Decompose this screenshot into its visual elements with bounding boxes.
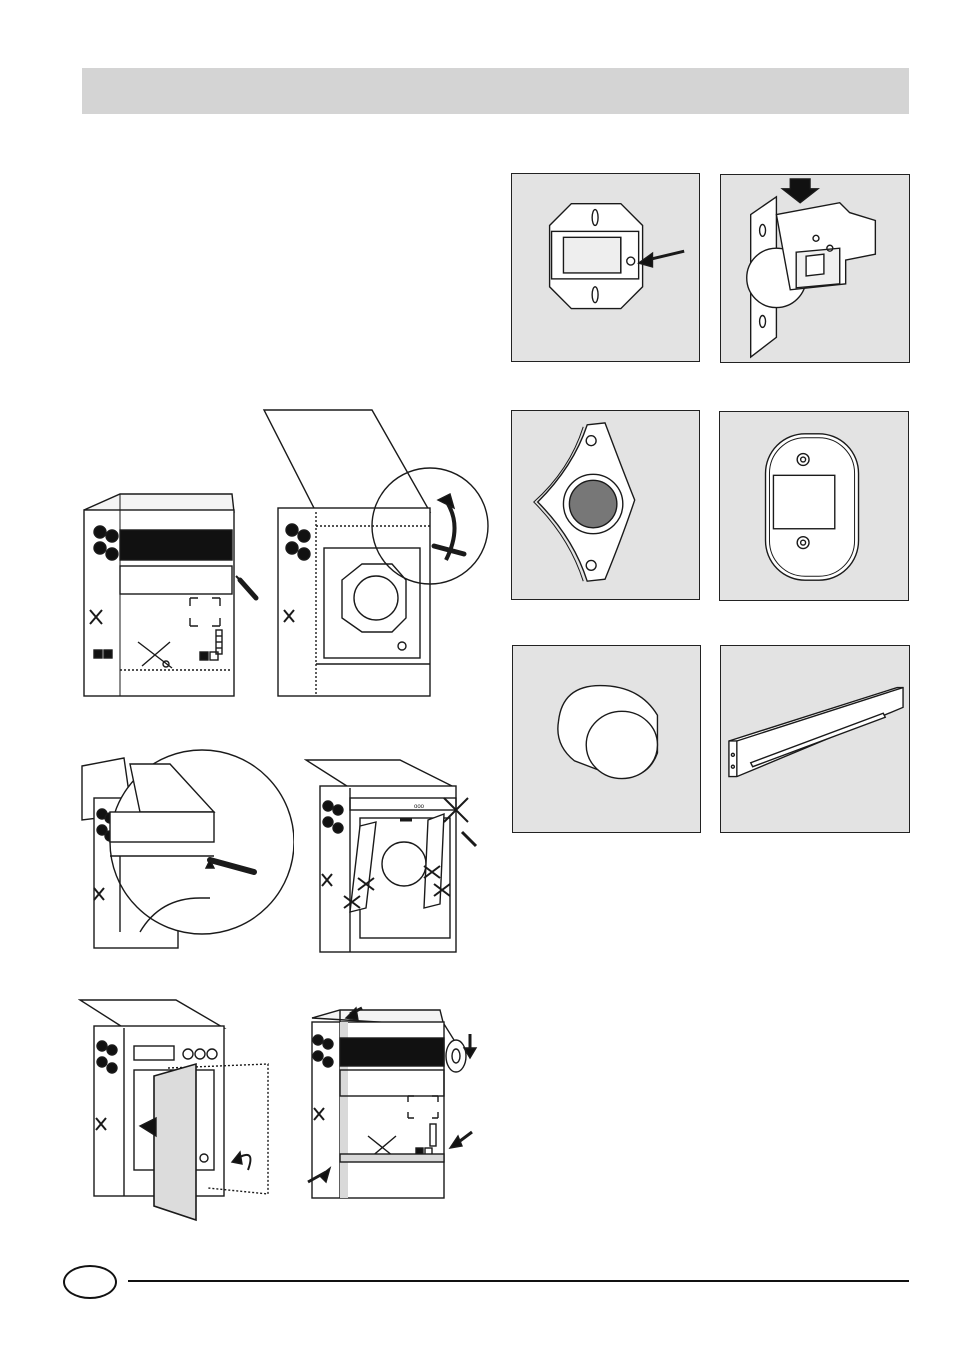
step-lid-cut-detail-illustration xyxy=(80,748,294,950)
step-boxed-appliance-illustration xyxy=(80,490,266,700)
part-cylinder-foot-panel xyxy=(512,645,701,833)
section-header-bar xyxy=(82,68,909,114)
step-remove-front-panel-illustration xyxy=(78,998,274,1228)
part-catch-receiver-panel xyxy=(719,411,909,601)
step-lid-opening-illustration xyxy=(262,408,492,700)
part-slotted-mounting-bar-panel xyxy=(720,645,910,833)
part-hinge-plate-panel xyxy=(511,173,700,362)
part-door-latch-panel xyxy=(720,174,910,363)
footer-rule xyxy=(128,1280,909,1282)
svg-text:ooo: ooo xyxy=(414,804,425,810)
part-rubber-bumper-gasket-panel xyxy=(511,410,700,600)
step-remove-foam-guards-illustration: ooo xyxy=(304,758,490,954)
step-tape-bottom-edge-illustration xyxy=(304,1004,484,1200)
page-number-oval xyxy=(63,1265,117,1299)
